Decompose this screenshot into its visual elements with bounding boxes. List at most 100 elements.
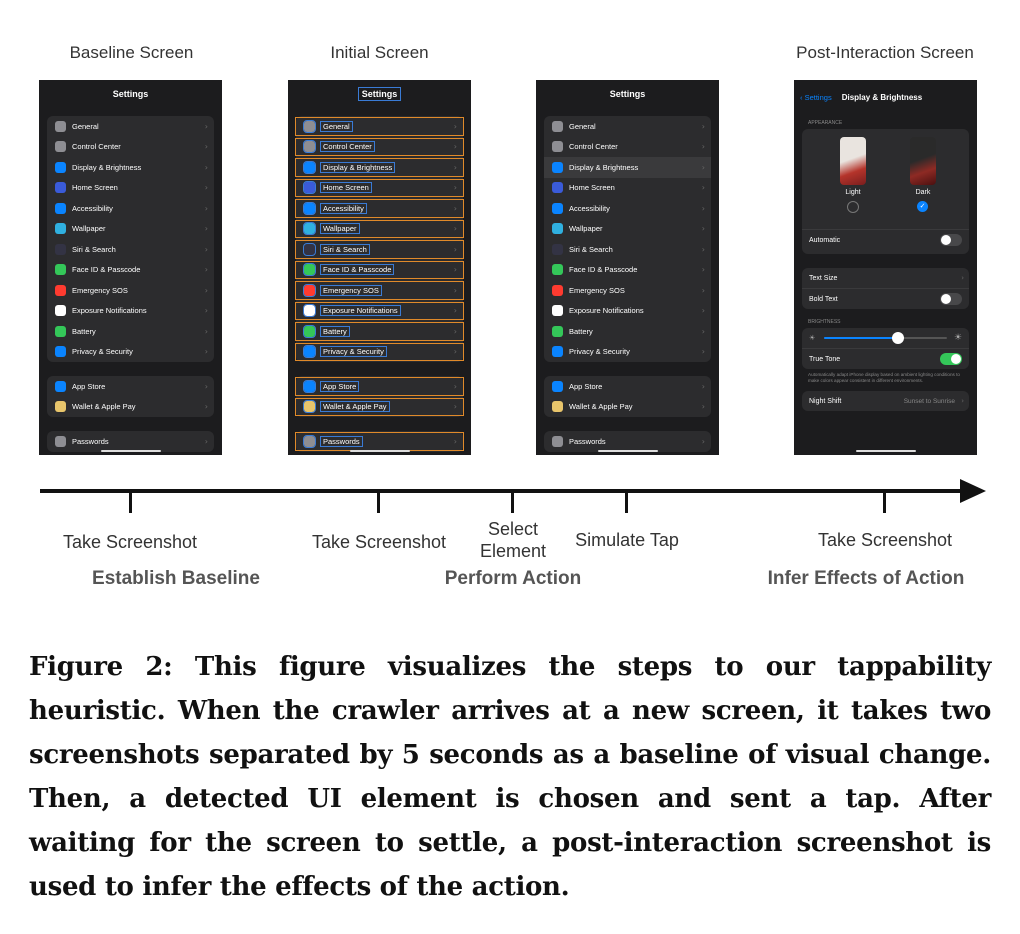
settings-row[interactable]: App Store› xyxy=(295,376,464,397)
face-id-icon xyxy=(303,263,316,277)
chevron-right-icon: › xyxy=(701,183,705,193)
timeline-arrowhead xyxy=(960,479,986,503)
true-tone-row[interactable]: True Tone xyxy=(802,348,969,369)
settings-row[interactable]: Accessibility› xyxy=(295,198,464,219)
settings-row[interactable]: Display & Brightness› xyxy=(544,157,711,178)
settings-row[interactable]: Emergency SOS› xyxy=(544,280,711,301)
settings-row[interactable]: Emergency SOS› xyxy=(295,280,464,301)
brightness-knob[interactable] xyxy=(891,332,904,344)
wallet-icon xyxy=(55,401,66,413)
settings-row[interactable]: Home Screen› xyxy=(47,178,214,199)
bold-text-toggle[interactable] xyxy=(940,293,962,305)
automatic-toggle[interactable] xyxy=(940,234,962,246)
settings-row[interactable]: General› xyxy=(47,116,214,137)
settings-row[interactable]: Face ID & Passcode› xyxy=(295,260,464,281)
hand-icon xyxy=(303,345,316,359)
settings-row-label: Battery xyxy=(569,326,593,336)
settings-row[interactable]: Accessibility› xyxy=(544,198,711,219)
true-tone-toggle[interactable] xyxy=(940,353,962,365)
settings-row-label: Emergency SOS xyxy=(569,285,625,295)
hand-icon xyxy=(55,346,66,358)
settings-row[interactable]: Display & Brightness› xyxy=(295,157,464,178)
siri-icon xyxy=(55,243,66,255)
settings-row-label: Exposure Notifications xyxy=(569,306,644,316)
settings-row[interactable]: Wallpaper› xyxy=(47,219,214,240)
settings-row[interactable]: Emergency SOS › xyxy=(47,280,214,301)
settings-row[interactable]: Passwords› xyxy=(295,431,464,452)
light-radio[interactable] xyxy=(847,201,859,213)
settings-row[interactable]: General› xyxy=(544,116,711,137)
home-indicator xyxy=(100,450,161,452)
back-link[interactable]: ‹ Settings xyxy=(800,92,832,102)
settings-row-label: Exposure Notifications xyxy=(72,306,147,316)
settings-row[interactable]: Display & Brightness› xyxy=(47,157,214,178)
settings-group2: App Store›Wallet & Apple Pay› xyxy=(544,376,711,417)
chevron-right-icon: › xyxy=(204,402,208,412)
sun-large-icon: ☀ xyxy=(953,333,962,343)
settings-row[interactable]: Face ID & Passcode› xyxy=(544,260,711,281)
settings-row[interactable]: Accessibility› xyxy=(47,198,214,219)
brightness-slider[interactable] xyxy=(824,332,947,344)
phase-infer-effects: Infer Effects of Action xyxy=(767,568,965,589)
aa-icon xyxy=(55,161,66,173)
settings-row[interactable]: Privacy & Security› xyxy=(47,342,214,363)
dark-mode-preview[interactable] xyxy=(910,137,936,185)
dark-radio-checked[interactable]: ✓ xyxy=(917,201,928,212)
settings-row[interactable]: Wallet & Apple Pay› xyxy=(544,397,711,418)
app-store-icon xyxy=(552,380,563,392)
settings-row[interactable]: Siri & Search› xyxy=(544,239,711,260)
settings-row[interactable]: Exposure Notifications› xyxy=(544,301,711,322)
chevron-right-icon: › xyxy=(204,285,208,295)
settings-row[interactable]: Home Screen› xyxy=(544,178,711,199)
chevron-right-icon: › xyxy=(453,121,457,131)
chevron-right-icon: › xyxy=(701,347,705,357)
chevron-right-icon: › xyxy=(453,381,457,391)
settings-row[interactable]: Wallpaper› xyxy=(295,219,464,240)
settings-group1: General›Control Center›Display & Brightn… xyxy=(544,116,711,362)
chevron-right-icon: › xyxy=(204,381,208,391)
settings-row[interactable]: Control Center› xyxy=(47,137,214,158)
flower-icon xyxy=(303,222,316,236)
settings-row[interactable]: Wallet & Apple Pay› xyxy=(47,397,214,418)
settings-row[interactable]: Exposure Notifications› xyxy=(47,301,214,322)
settings-group2: App Store›Wallet & Apple Pay› xyxy=(47,376,214,417)
settings-row[interactable]: Passwords› xyxy=(544,431,711,452)
settings-row[interactable]: Battery› xyxy=(47,321,214,342)
settings-row-label: Emergency SOS xyxy=(72,285,128,295)
key-icon xyxy=(552,435,563,447)
settings-row[interactable]: Wallet & Apple Pay› xyxy=(295,397,464,418)
phase-establish-baseline: Establish Baseline xyxy=(92,568,260,589)
exposure-icon xyxy=(552,305,563,317)
settings-row[interactable]: Control Center› xyxy=(544,137,711,158)
settings-row[interactable]: Face ID & Passcode› xyxy=(47,260,214,281)
settings-row[interactable]: Siri & Search› xyxy=(47,239,214,260)
settings-row-label: Battery xyxy=(320,325,350,337)
chevron-right-icon: › xyxy=(453,306,457,316)
settings-title: Settings xyxy=(112,89,149,99)
brightness-card: ☀ ☀ True Tone xyxy=(802,328,969,369)
bold-text-row[interactable]: Bold Text xyxy=(802,288,969,309)
settings-row[interactable]: Siri & Search› xyxy=(295,239,464,260)
settings-row[interactable]: Battery› xyxy=(295,321,464,342)
settings-row-label: Privacy & Security xyxy=(72,347,133,357)
settings-row[interactable]: Exposure Notifications› xyxy=(295,301,464,322)
settings-row[interactable]: App Store› xyxy=(47,376,214,397)
settings-row[interactable]: Passwords› xyxy=(47,431,214,452)
display-title: Display & Brightness xyxy=(841,92,923,102)
settings-row[interactable]: General› xyxy=(295,116,464,137)
light-mode-preview[interactable] xyxy=(840,137,866,185)
settings-row[interactable]: App Store› xyxy=(544,376,711,397)
settings-row[interactable]: Control Center› xyxy=(295,137,464,158)
settings-row[interactable]: Battery› xyxy=(544,321,711,342)
battery-icon xyxy=(55,325,66,337)
gear-icon xyxy=(55,120,66,132)
automatic-row[interactable]: Automatic xyxy=(802,229,969,250)
settings-row-label: Passwords xyxy=(569,436,606,446)
settings-row[interactable]: Privacy & Security› xyxy=(544,342,711,363)
settings-row[interactable]: Wallpaper› xyxy=(544,219,711,240)
settings-row[interactable]: Privacy & Security› xyxy=(295,342,464,363)
settings-row[interactable]: Home Screen› xyxy=(295,178,464,199)
text-size-row[interactable]: Text Size› xyxy=(809,274,964,282)
settings-row-label: Siri & Search xyxy=(320,243,370,255)
